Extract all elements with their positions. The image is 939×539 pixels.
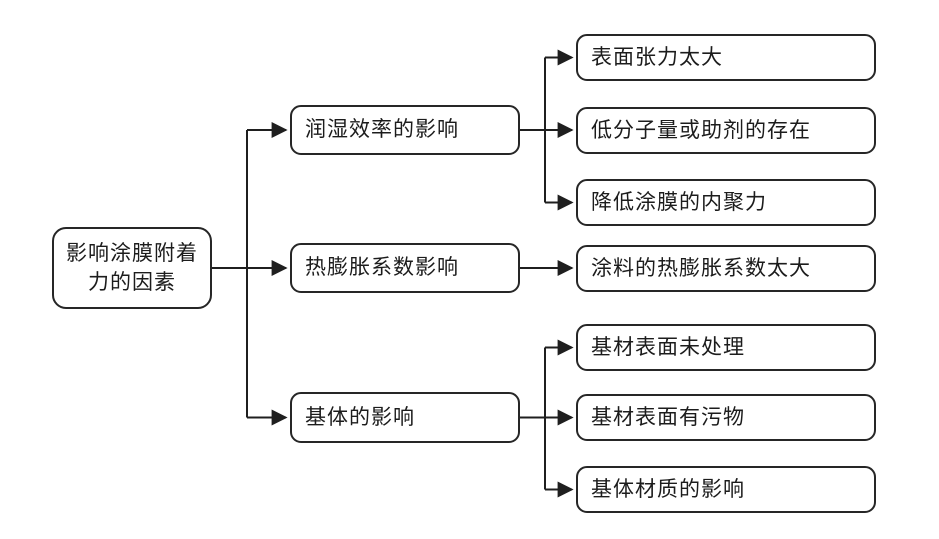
leaf-node-surface-tension: 表面张力太大 xyxy=(576,34,876,81)
branch-node-wetting-efficiency: 润湿效率的影响 xyxy=(290,105,520,155)
leaf-node-label: 涂料的热膨胀系数太大 xyxy=(591,255,811,280)
root-node-label-line1: 影响涂膜附着 xyxy=(66,240,198,265)
branch-node-label: 基体的影响 xyxy=(305,404,415,429)
branch-node-thermal-expansion: 热膨胀系数影响 xyxy=(290,243,520,293)
leaf-node-substrate-material: 基体材质的影响 xyxy=(576,466,876,513)
leaf-node-label: 基材表面未处理 xyxy=(591,334,745,359)
leaf-node-label: 基材表面有污物 xyxy=(591,404,745,429)
leaf-node-surface-untreated: 基材表面未处理 xyxy=(576,324,876,371)
root-node-adhesion-factors: 影响涂膜附着 力的因素 xyxy=(52,227,212,309)
leaf-node-cohesion-reduction: 降低涂膜的内聚力 xyxy=(576,179,876,226)
branch-node-substrate: 基体的影响 xyxy=(290,392,520,443)
leaf-node-label: 低分子量或助剂的存在 xyxy=(591,117,811,142)
leaf-node-surface-contaminated: 基材表面有污物 xyxy=(576,394,876,441)
leaf-node-label: 基体材质的影响 xyxy=(591,476,745,501)
branch-node-label: 润湿效率的影响 xyxy=(305,117,459,142)
leaf-node-label: 降低涂膜的内聚力 xyxy=(591,189,767,214)
leaf-node-coating-expansion-too-large: 涂料的热膨胀系数太大 xyxy=(576,245,876,292)
leaf-node-low-molecular-weight: 低分子量或助剂的存在 xyxy=(576,107,876,154)
branch-node-label: 热膨胀系数影响 xyxy=(305,255,459,280)
leaf-node-label: 表面张力太大 xyxy=(591,44,723,69)
root-node-label-line2: 力的因素 xyxy=(88,270,176,294)
